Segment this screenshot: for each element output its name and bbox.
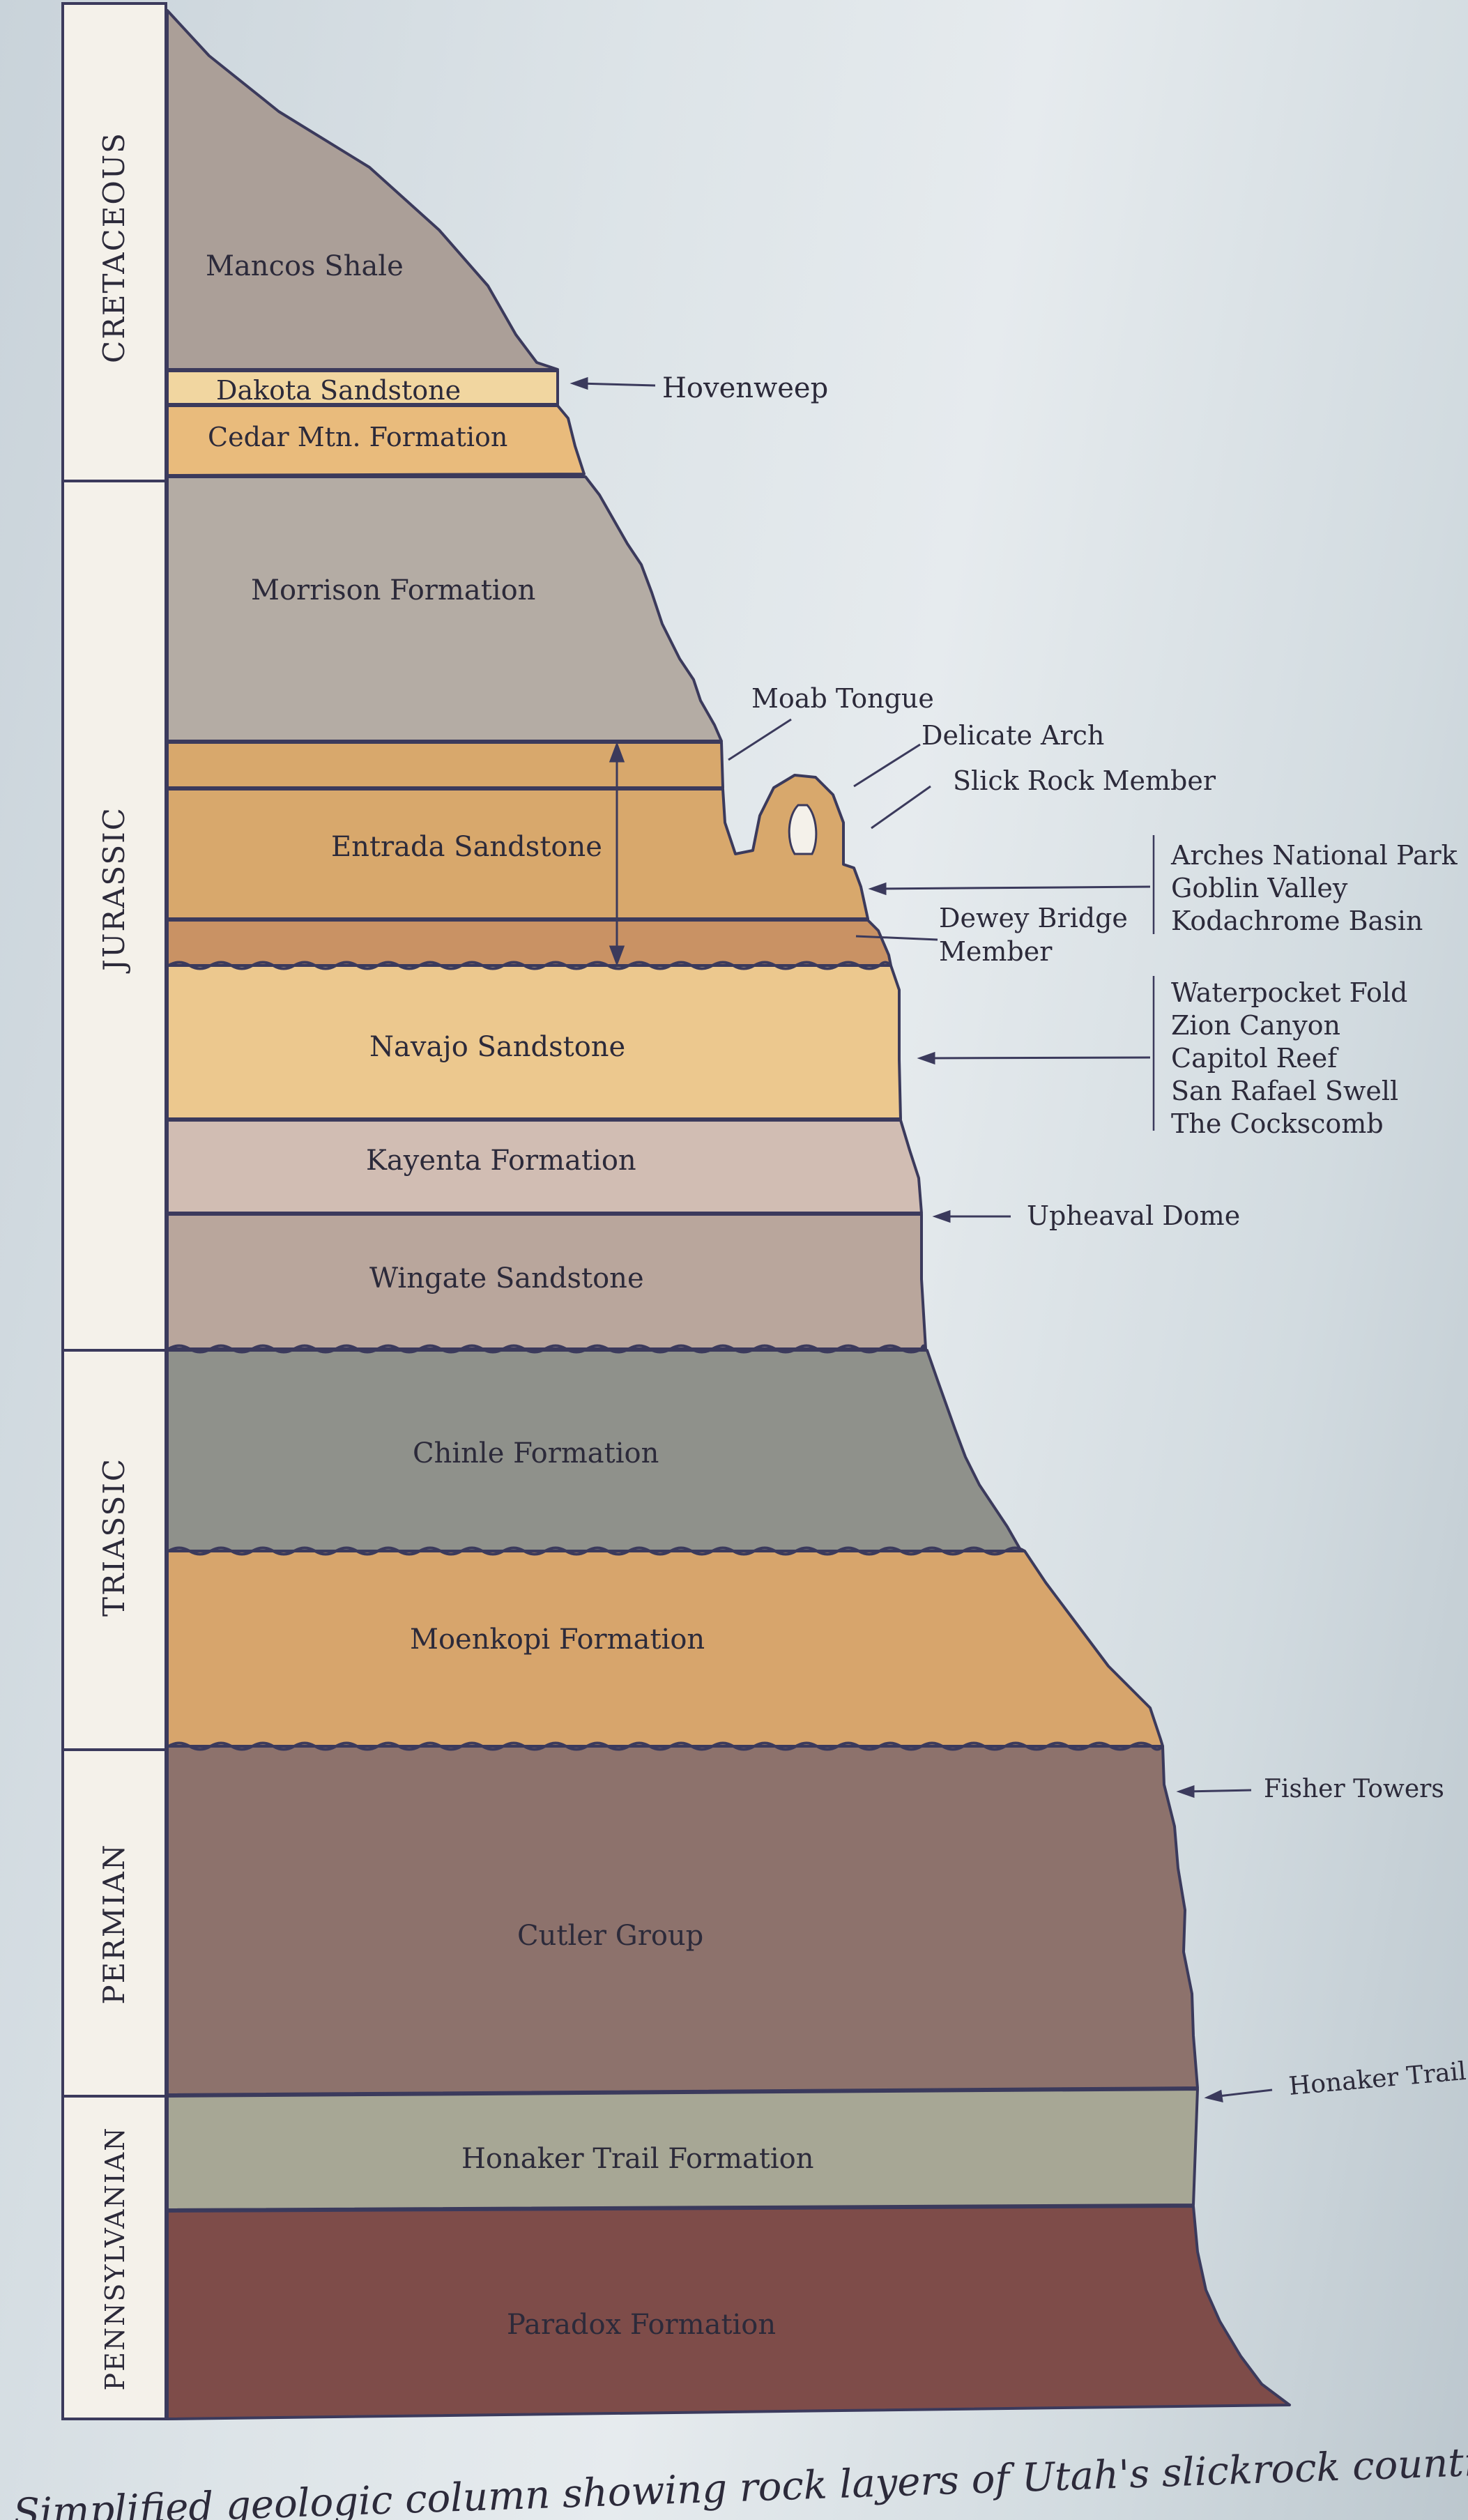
callout-slick-rock-member: Slick Rock Member	[953, 765, 1216, 796]
formation-label-honaker-trail-formation: Honaker Trail Formation	[461, 2143, 814, 2175]
layer-morrison-formation	[166, 475, 723, 742]
period-box-triassic	[61, 1349, 167, 1751]
entrada-thickness-arrow	[609, 741, 625, 967]
formation-label-moenkopi-formation: Moenkopi Formation	[410, 1624, 705, 1656]
unconformity-chinle-bottom	[167, 1546, 1026, 1556]
formation-label-wingate-sandstone: Wingate Sandstone	[369, 1262, 644, 1295]
callout-zion-canyon: Zion Canyon	[1171, 1010, 1340, 1041]
figure-caption: Simplified geologic column showing rock …	[13, 2439, 1468, 2520]
period-label-jurassic: JURASSIC	[97, 807, 131, 974]
unconformity-moenkopi-bottom	[167, 1741, 1164, 1751]
period-label-triassic: TRIASSIC	[97, 1458, 131, 1617]
callout-moab-tongue: Moab Tongue	[751, 683, 934, 714]
callout-dewey-bridge-line2: Member	[939, 936, 1053, 967]
callout-waterpocket-fold: Waterpocket Fold	[1171, 977, 1407, 1008]
period-column	[61, 2, 167, 2420]
formation-label-morrison-formation: Morrison Formation	[251, 574, 535, 606]
callout-honaker-trail: Honaker Trail	[1287, 2057, 1467, 2101]
formation-label-kayenta-formation: Kayenta Formation	[366, 1145, 636, 1177]
layer-honaker-trail-formation	[166, 2088, 1199, 2211]
period-box-cretaceous	[61, 2, 167, 482]
callout-lines	[569, 376, 1273, 2102]
callout-hovenweep: Hovenweep	[662, 372, 828, 404]
layer-paradox-formation	[166, 2205, 1291, 2420]
period-box-pennsylvanian	[61, 2095, 167, 2420]
callout-arches-national-park: Arches National Park	[1170, 840, 1458, 871]
callout-labels: Hovenweep Moab Tongue Delicate Arch Slic…	[662, 372, 1467, 2101]
formation-label-dakota-sandstone: Dakota Sandstone	[216, 375, 461, 406]
callout-upheaval-dome: Upheaval Dome	[1027, 1200, 1240, 1231]
formation-label-mancos-shale: Mancos Shale	[206, 250, 404, 282]
callout-goblin-valley: Goblin Valley	[1171, 873, 1348, 903]
formation-label-cutler-group: Cutler Group	[517, 1920, 703, 1952]
rock-layers	[166, 9, 1291, 2420]
period-label-pennsylvanian: PENNSYLVANIAN	[100, 2127, 130, 2391]
layer-dewey-bridge-member	[166, 919, 892, 967]
callout-kodachrome-basin: Kodachrome Basin	[1171, 906, 1423, 936]
period-label-permian: PERMIAN	[97, 1843, 131, 2004]
formation-label-paradox-formation: Paradox Formation	[507, 2309, 776, 2341]
layer-moab-tongue	[166, 741, 724, 789]
unconformity-navajo-top	[167, 961, 892, 970]
callout-san-rafael-swell: San Rafael Swell	[1171, 1076, 1398, 1106]
formation-label-entrada-sandstone: Entrada Sandstone	[331, 831, 602, 863]
callout-the-cockscomb: The Cockscomb	[1171, 1108, 1384, 1139]
callout-dewey-bridge-line1: Dewey Bridge	[939, 903, 1128, 933]
formation-label-navajo-sandstone: Navajo Sandstone	[369, 1031, 625, 1063]
delicate-arch-opening	[788, 804, 818, 855]
unconformity-wingate-bottom	[167, 1344, 927, 1354]
layer-entrada-sandstone	[166, 774, 869, 920]
period-label-cretaceous: CRETACEOUS	[97, 132, 131, 363]
period-box-jurassic	[61, 480, 167, 1352]
layer-wingate-sandstone	[166, 1213, 927, 1350]
formation-label-chinle-formation: Chinle Formation	[413, 1437, 659, 1469]
unconformities	[167, 961, 1164, 1751]
layer-mancos-shale	[166, 9, 559, 371]
period-labels: CRETACEOUS JURASSIC TRIASSIC PERMIAN PEN…	[97, 132, 131, 2390]
formation-labels: Mancos Shale Dakota Sandstone Cedar Mtn.…	[206, 250, 814, 2341]
callout-capitol-reef: Capitol Reef	[1171, 1043, 1339, 1074]
formation-label-cedar-mountain-formation: Cedar Mtn. Formation	[208, 422, 507, 452]
callout-fisher-towers: Fisher Towers	[1264, 1775, 1444, 1803]
callout-delicate-arch: Delicate Arch	[922, 720, 1104, 751]
